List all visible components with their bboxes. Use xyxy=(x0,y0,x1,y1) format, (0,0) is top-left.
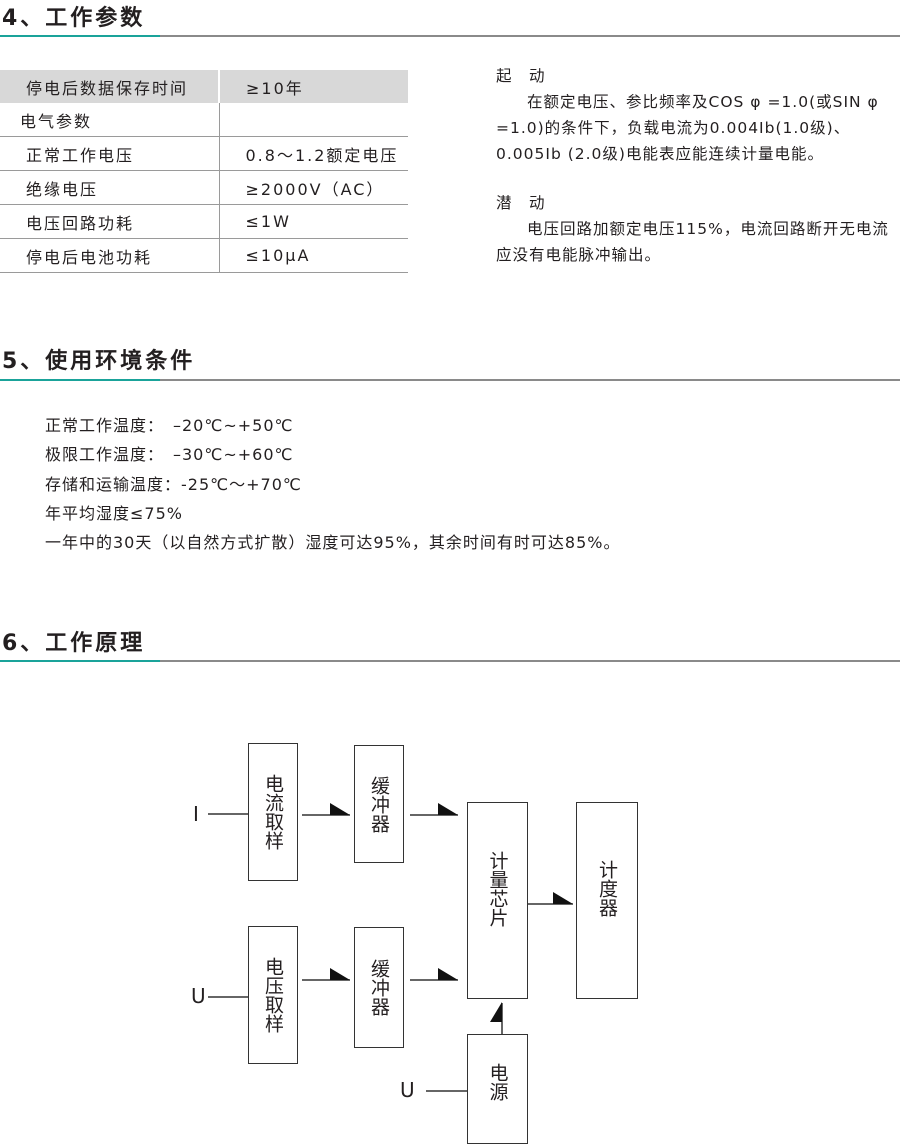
arrowhead-icon xyxy=(553,892,573,904)
arrowhead-icon xyxy=(490,1002,502,1022)
list-item: 极限工作温度： –30℃~+60℃ xyxy=(45,445,294,465)
param-value: ≤10μA xyxy=(219,238,408,273)
table-row: 停电后电池功耗≤10μA xyxy=(0,238,408,273)
arrowhead-icon xyxy=(330,803,350,815)
creep-block: 潜 动 电压回路加额定电压115%，电流回路断开无电流应没有电能脉冲输出。 xyxy=(496,190,900,268)
section-4-title: 4、工作参数 xyxy=(2,6,146,31)
list-item: 一年中的30天（以自然方式扩散）湿度可达95%，其余时间有时可达85%。 xyxy=(45,533,621,553)
start-body: 在额定电压、参比频率及COS φ =1.0(或SIN φ =1.0)的条件下，负… xyxy=(496,93,879,163)
list-item: 存储和运输温度：-25℃～+70℃ xyxy=(45,474,302,494)
metering-chip-block: 计量芯片 xyxy=(467,802,528,999)
current-sampling-block: 电流取样 xyxy=(248,743,298,881)
buffer-block-1: 缓冲器 xyxy=(354,745,404,863)
section-5-rule xyxy=(0,379,900,381)
buffer-block-2: 缓冲器 xyxy=(354,927,404,1048)
section-4-rule xyxy=(0,35,900,37)
param-key: 电压回路功耗 xyxy=(0,204,220,239)
param-key: 正常工作电压 xyxy=(0,136,220,171)
param-value: ≥2000V（AC） xyxy=(219,170,408,205)
input-u-power-label: U xyxy=(400,1078,415,1102)
param-value: ≤1W xyxy=(219,204,408,239)
arrowhead-icon xyxy=(438,968,458,980)
param-value: ≥10年 xyxy=(219,70,408,103)
section-6-title: 6、工作原理 xyxy=(2,631,146,656)
creep-body: 电压回路加额定电压115%，电流回路断开无电流应没有电能脉冲输出。 xyxy=(496,220,889,264)
table-row: 停电后数据保存时间≥10年 xyxy=(0,70,408,103)
environment-list: 正常工作温度： –20℃~+50℃ 极限工作温度： –30℃~+60℃ 存储和运… xyxy=(45,411,621,557)
arrowhead-icon xyxy=(438,803,458,815)
power-supply-block: 电源 xyxy=(467,1034,528,1144)
param-key: 绝缘电压 xyxy=(0,170,220,205)
creep-title: 潜 动 xyxy=(496,194,546,212)
section-6-rule xyxy=(0,660,900,662)
start-block: 起 动 在额定电压、参比频率及COS φ =1.0(或SIN φ =1.0)的条… xyxy=(496,63,900,167)
param-key: 停电后电池功耗 xyxy=(0,238,220,273)
arrowhead-icon xyxy=(330,968,350,980)
counter-block: 计度器 xyxy=(576,802,638,999)
table-row: 电气参数 xyxy=(0,103,408,137)
start-title: 起 动 xyxy=(496,67,546,85)
param-key: 电气参数 xyxy=(0,103,220,137)
param-value: 0.8～1.2额定电压 xyxy=(219,136,408,171)
voltage-sampling-block: 电压取样 xyxy=(248,926,298,1064)
list-item: 年平均湿度≤75% xyxy=(45,503,183,523)
input-u-label: U xyxy=(191,984,206,1008)
table-row: 电压回路功耗≤1W xyxy=(0,204,408,239)
param-key: 停电后数据保存时间 xyxy=(0,70,220,103)
input-i-label: I xyxy=(193,802,199,826)
table-row: 绝缘电压≥2000V（AC） xyxy=(0,170,408,205)
section-5-title: 5、使用环境条件 xyxy=(2,349,196,374)
param-value xyxy=(219,103,408,137)
list-item: 正常工作温度： –20℃~+50℃ xyxy=(45,416,294,435)
